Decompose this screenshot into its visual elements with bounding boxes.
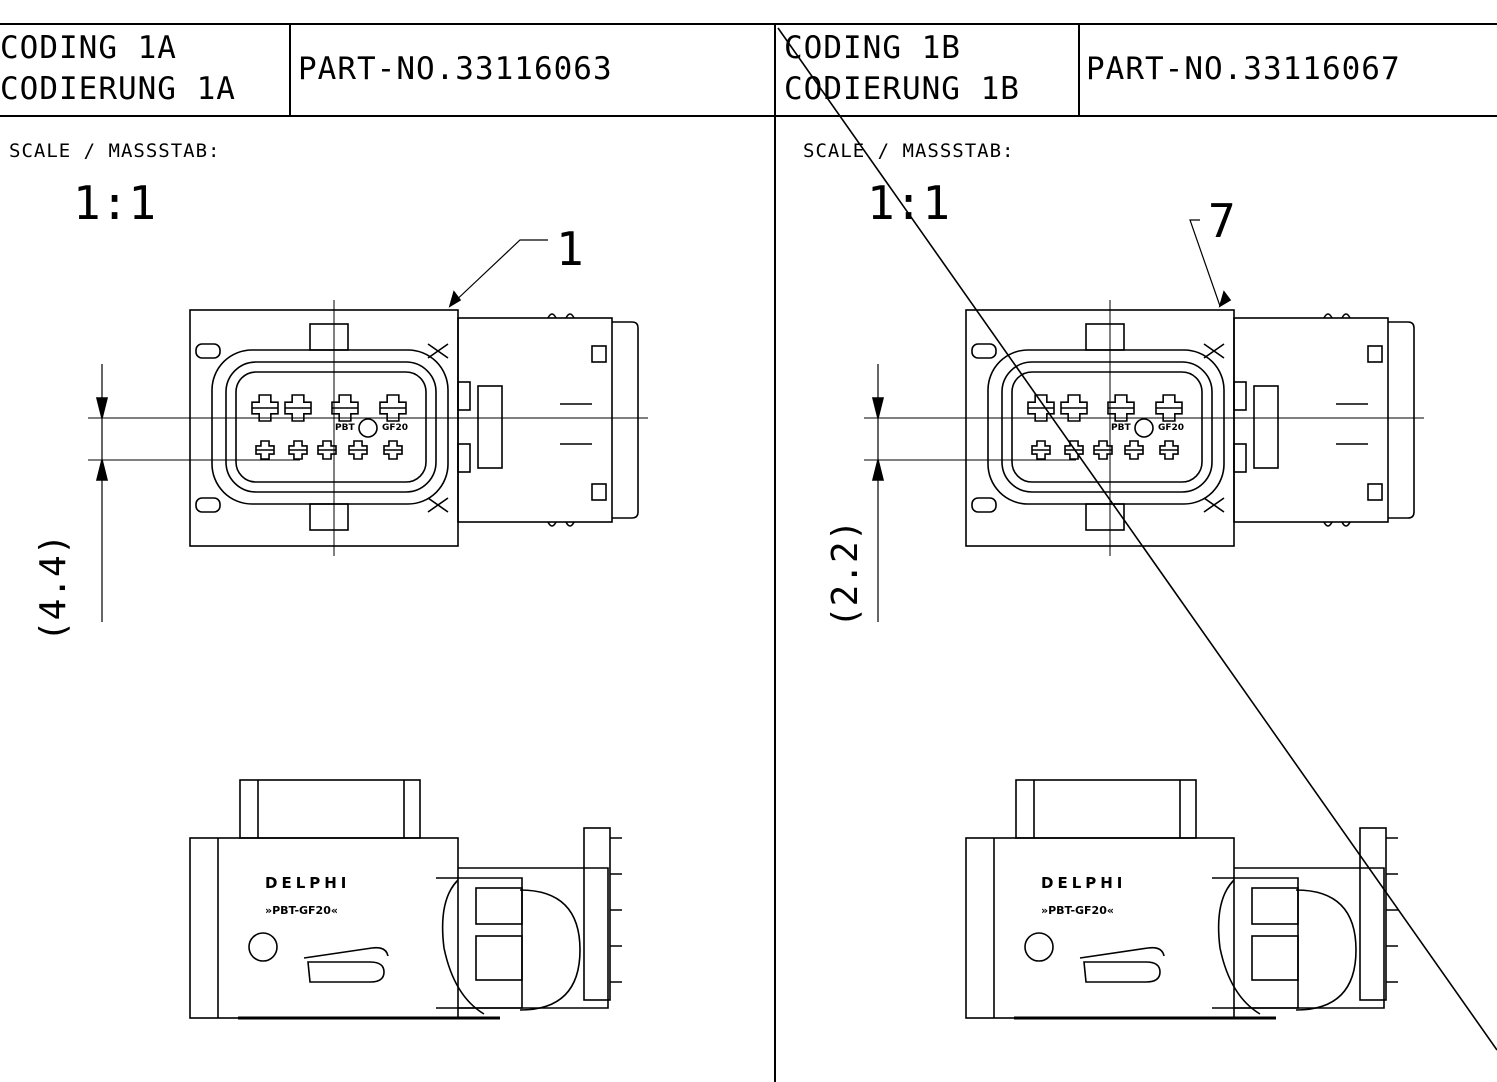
housing-mark-gf20: GF20 [382,423,409,433]
housing-mark-pbt: PBT [1111,423,1131,433]
brand-logo: DELPHI [265,874,351,892]
material-mark: »PBT-GF20« [265,904,338,917]
brand-logo: DELPHI [1041,874,1127,892]
material-mark: »PBT-GF20« [1041,904,1114,917]
callout-number: 1 [556,222,584,276]
callout-number: 7 [1208,194,1236,248]
coding-label-en: CODING 1A [0,30,177,66]
coding-label-de: CODIERUNG 1A [0,71,236,107]
scale-label: SCALE / MASSSTAB: [9,140,221,162]
housing-mark-gf20: GF20 [1158,423,1185,433]
part-number: PART-NO.33116063 [298,51,613,87]
coding-label-de: CODIERUNG 1B [784,71,1020,107]
scale-value: 1:1 [867,176,951,230]
coding-label-en: CODING 1B [784,30,961,66]
dimension-label: (4.4) [33,533,74,642]
dimension-label: (2.2) [825,519,866,628]
scale-value: 1:1 [73,176,157,230]
part-number: PART-NO.33116067 [1086,51,1401,87]
housing-mark-pbt: PBT [335,423,355,433]
scale-label: SCALE / MASSSTAB: [803,140,1015,162]
